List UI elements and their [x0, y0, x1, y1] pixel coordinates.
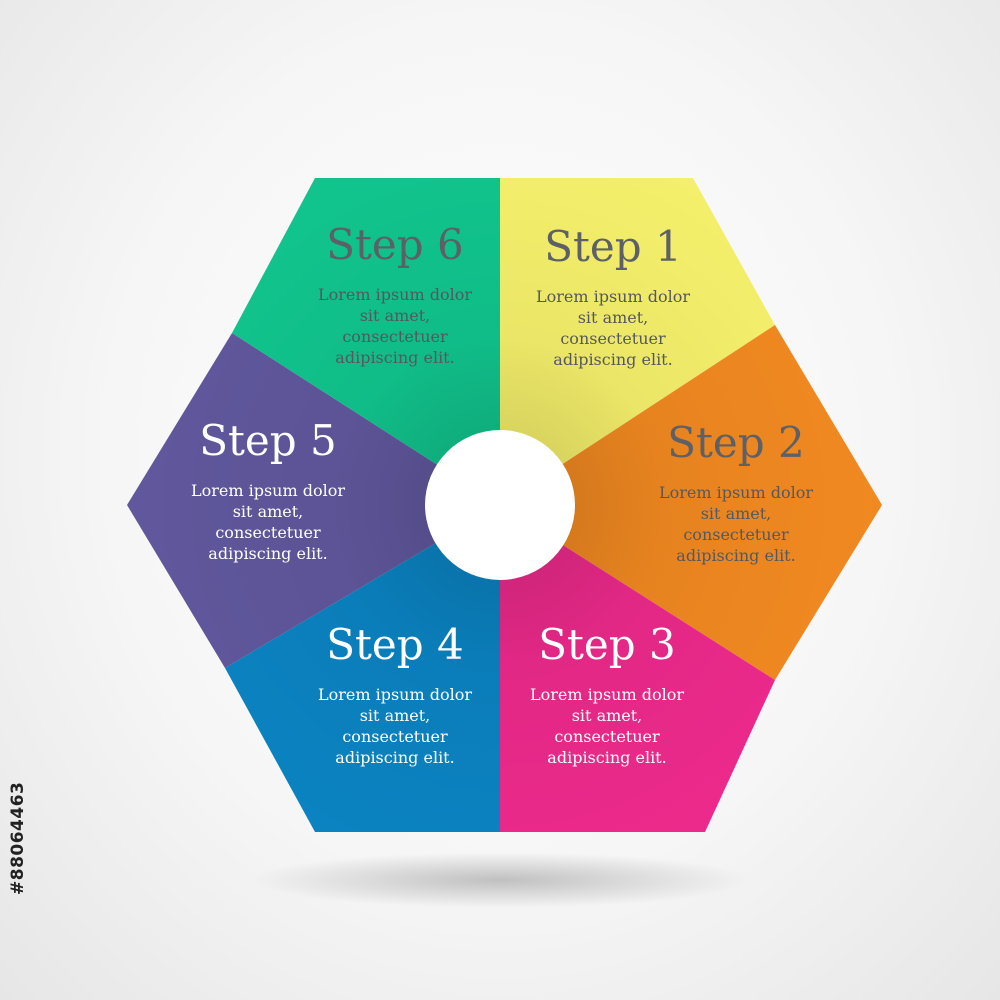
step-title: Step 6 [326, 220, 464, 269]
step-description: Lorem ipsum dolor sit amet, consectetuer… [658, 483, 814, 565]
step-4: Step 4 Lorem ipsum dolor sit amet, conse… [285, 620, 505, 768]
step-description: Lorem ipsum dolor sit amet, consectetuer… [190, 481, 346, 563]
step-title: Step 3 [538, 620, 676, 669]
step-title: Step 2 [667, 418, 805, 467]
step-title: Step 5 [199, 416, 337, 465]
center-circle [425, 430, 575, 580]
step-description: Lorem ipsum dolor sit amet, consectetuer… [535, 287, 691, 369]
step-title: Step 1 [544, 222, 682, 271]
step-1: Step 1 Lorem ipsum dolor sit amet, conse… [503, 222, 723, 370]
step-description: Lorem ipsum dolor sit amet, consectetuer… [317, 285, 473, 367]
step-description: Lorem ipsum dolor sit amet, consectetuer… [317, 685, 473, 767]
step-description: Lorem ipsum dolor sit amet, consectetuer… [529, 685, 685, 767]
step-5: Step 5 Lorem ipsum dolor sit amet, conse… [158, 416, 378, 564]
stock-id-watermark: #88064463 [8, 781, 28, 895]
segment-shade-3 [500, 505, 775, 832]
segment-shade-4 [225, 505, 500, 832]
segment-shade-1 [500, 178, 775, 505]
step-6: Step 6 Lorem ipsum dolor sit amet, conse… [285, 220, 505, 368]
floor-shadow [250, 852, 750, 908]
step-2: Step 2 Lorem ipsum dolor sit amet, conse… [626, 418, 846, 566]
step-3: Step 3 Lorem ipsum dolor sit amet, conse… [497, 620, 717, 768]
segment-shade-5 [127, 333, 500, 668]
segment-shade-6 [232, 178, 500, 505]
segment-shade-2 [500, 325, 882, 680]
step-title: Step 4 [326, 620, 464, 669]
